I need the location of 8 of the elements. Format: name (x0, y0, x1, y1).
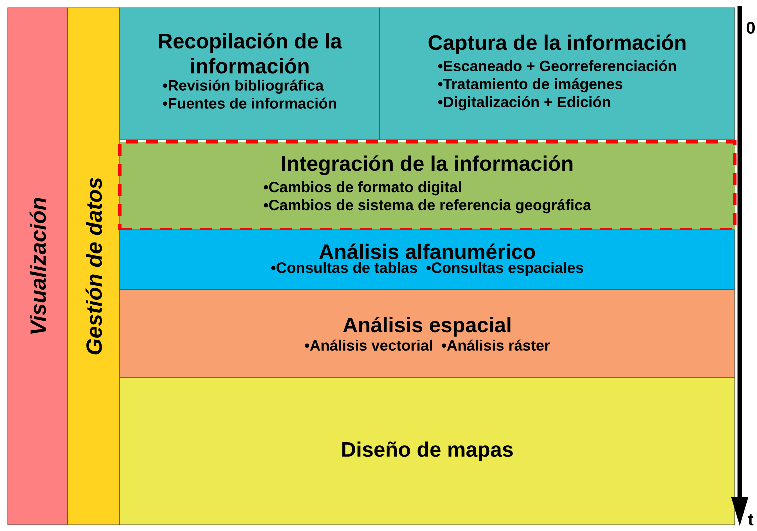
stage-box: Recopilación de la información •Revisión bibliográfica •Fuentes de información (120, 8, 380, 140)
stage-box: Diseño de mapas (120, 378, 736, 526)
stage-box: Integración de la información •Cambios de formato digital •Cambios de sistema de referencia geográfica (118, 140, 737, 232)
stage-box: Captura de la información •Escaneado + Georreferenciación •Tratamiento de imágenes •Digitalización + Edición (380, 8, 736, 140)
stage-box: Análisis espacial •Análisis vectorial •Análisis ráster (120, 290, 736, 378)
stage-box: Análisis alfanumérico •Consultas de tablas •Consultas espaciales (120, 230, 736, 290)
side-band: Gestión de datos (68, 8, 120, 526)
side-band: Visualización (8, 8, 68, 526)
